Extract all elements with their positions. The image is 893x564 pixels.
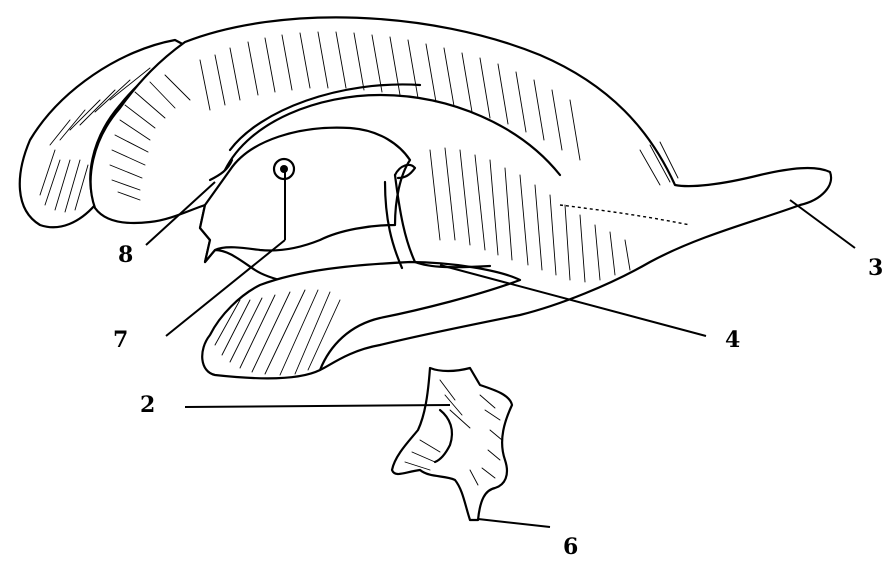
label-7: 7 <box>113 327 128 353</box>
leader-2 <box>185 405 450 407</box>
leader-6 <box>478 519 550 527</box>
label-4: 4 <box>725 327 740 353</box>
label-3: 3 <box>868 255 883 281</box>
label-2: 2 <box>140 392 155 418</box>
label-6: 6 <box>563 534 578 560</box>
label-8: 8 <box>118 242 133 268</box>
leader-3 <box>790 200 855 248</box>
fourth-ventricle-stem <box>392 368 512 520</box>
